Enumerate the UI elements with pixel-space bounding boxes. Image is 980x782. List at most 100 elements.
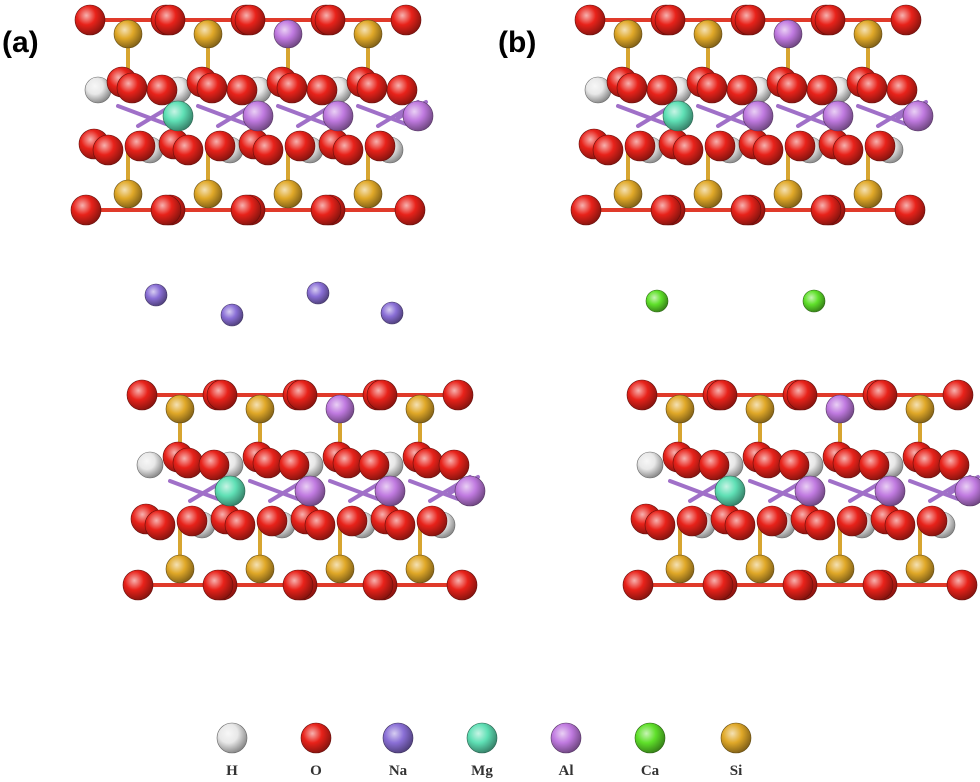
legend-label: Mg bbox=[471, 763, 493, 779]
atom-o bbox=[286, 379, 318, 411]
atom-o bbox=[116, 72, 148, 104]
atom-h bbox=[136, 451, 164, 479]
legend-item-mg: Mg bbox=[466, 722, 498, 779]
atom-o bbox=[858, 449, 890, 481]
atom-o bbox=[570, 194, 602, 226]
bond bbox=[616, 104, 668, 126]
atom-si bbox=[245, 554, 275, 584]
atom-si bbox=[693, 179, 723, 209]
atom-o bbox=[942, 379, 974, 411]
atom-o bbox=[592, 134, 624, 166]
atom-ca bbox=[802, 289, 826, 313]
atom-o bbox=[446, 569, 478, 601]
atom-o bbox=[654, 4, 686, 36]
atom-o bbox=[894, 194, 926, 226]
atom-o bbox=[416, 505, 448, 537]
atom-o bbox=[616, 72, 648, 104]
bond bbox=[696, 104, 748, 126]
atom-si bbox=[193, 19, 223, 49]
atom-o bbox=[730, 194, 762, 226]
bond bbox=[408, 479, 460, 501]
atom-al bbox=[825, 394, 855, 424]
panel-b-upper-layer bbox=[570, 4, 934, 226]
atom-o bbox=[696, 72, 728, 104]
atom-o bbox=[726, 74, 758, 106]
bond bbox=[356, 104, 408, 126]
atom-na bbox=[220, 303, 244, 327]
atom-si bbox=[325, 554, 355, 584]
atom-o bbox=[836, 505, 868, 537]
atom-o bbox=[144, 509, 176, 541]
atom-o bbox=[442, 379, 474, 411]
atom-si bbox=[853, 19, 883, 49]
bond bbox=[748, 479, 800, 501]
legend-item-ca: Ca bbox=[634, 722, 666, 779]
panel-b-interlayer-ions bbox=[645, 289, 826, 313]
bond bbox=[776, 104, 828, 126]
atom-si bbox=[245, 394, 275, 424]
atom-o bbox=[278, 449, 310, 481]
atom-na bbox=[306, 281, 330, 305]
atom-o bbox=[706, 379, 738, 411]
atom-o bbox=[362, 569, 394, 601]
atom-o bbox=[256, 505, 288, 537]
atom-o bbox=[756, 505, 788, 537]
atom-o bbox=[886, 74, 918, 106]
atom-o bbox=[734, 4, 766, 36]
panel-a-upper-layer bbox=[70, 4, 434, 226]
atom-al bbox=[402, 100, 434, 132]
bond bbox=[116, 104, 168, 126]
atom-al bbox=[242, 100, 274, 132]
panel-b: (b) bbox=[498, 4, 980, 601]
atom-al bbox=[294, 475, 326, 507]
atom-si bbox=[773, 179, 803, 209]
atom-mg bbox=[214, 475, 246, 507]
legend-label: Si bbox=[730, 763, 743, 779]
bond bbox=[276, 104, 328, 126]
panel-b-label: (b) bbox=[498, 26, 536, 59]
panel-a: (a) bbox=[2, 4, 486, 601]
atom-si bbox=[405, 394, 435, 424]
atom-o bbox=[644, 509, 676, 541]
atom-si bbox=[193, 179, 223, 209]
bond bbox=[856, 104, 908, 126]
atom-h bbox=[636, 451, 664, 479]
legend-item-al: Al bbox=[550, 722, 582, 779]
atom-al bbox=[773, 19, 803, 49]
atom-si bbox=[905, 394, 935, 424]
atom-mg bbox=[466, 722, 498, 754]
panel-a-interlayer-ions bbox=[144, 281, 404, 327]
atom-o bbox=[356, 72, 388, 104]
atom-o bbox=[204, 130, 236, 162]
bond bbox=[328, 479, 380, 501]
atom-al bbox=[374, 475, 406, 507]
panel-a-label: (a) bbox=[2, 26, 39, 59]
legend-item-si: Si bbox=[720, 722, 752, 779]
atom-o bbox=[234, 4, 266, 36]
atom-o bbox=[646, 74, 678, 106]
atom-si bbox=[665, 554, 695, 584]
atom-si bbox=[853, 179, 883, 209]
atom-o bbox=[358, 449, 390, 481]
atom-o bbox=[202, 569, 234, 601]
atom-o bbox=[70, 194, 102, 226]
atom-al bbox=[742, 100, 774, 132]
atom-al bbox=[902, 100, 934, 132]
atom-o bbox=[832, 134, 864, 166]
atom-si bbox=[353, 19, 383, 49]
atom-o bbox=[276, 72, 308, 104]
atom-o bbox=[282, 569, 314, 601]
atom-o bbox=[172, 447, 204, 479]
atom-o bbox=[938, 449, 970, 481]
atom-o bbox=[252, 447, 284, 479]
atom-o bbox=[226, 74, 258, 106]
atom-o bbox=[698, 449, 730, 481]
atom-o bbox=[124, 130, 156, 162]
atom-o bbox=[146, 74, 178, 106]
atom-o bbox=[198, 449, 230, 481]
atom-al bbox=[794, 475, 826, 507]
atom-o bbox=[626, 379, 658, 411]
legend-item-h: H bbox=[216, 722, 248, 779]
atom-si bbox=[693, 19, 723, 49]
